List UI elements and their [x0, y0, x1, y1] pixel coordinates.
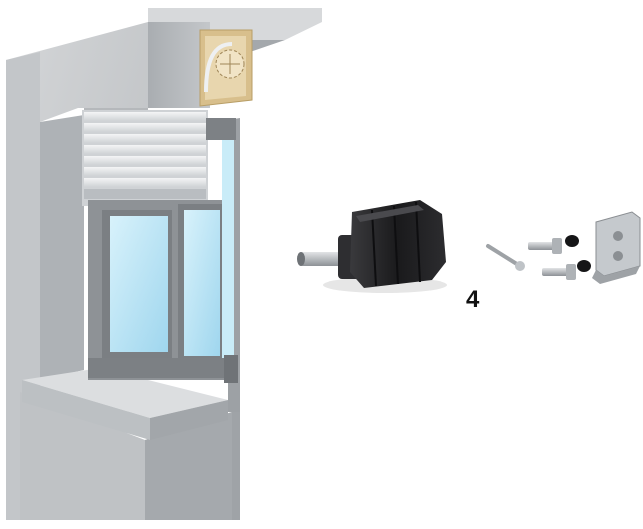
window-side-glass [222, 140, 234, 360]
wall-bracket-base [592, 266, 640, 284]
shutter-guide-bracket [206, 118, 236, 140]
shutter-box [199, 29, 253, 107]
shutter-slat [84, 112, 206, 121]
bolt-upper-head [552, 238, 562, 254]
window [88, 140, 238, 383]
window-glass-left [110, 216, 168, 352]
motor-rib [415, 201, 421, 283]
window-lower-bracket [224, 355, 238, 383]
window-reveal-left [40, 115, 84, 380]
motor-highlight [356, 205, 424, 222]
bolt-lower [542, 268, 572, 276]
screw-long-head [515, 261, 525, 271]
shutter-bottom-rail [84, 189, 206, 199]
shutter-slat [84, 145, 206, 154]
mounting-hardware [486, 211, 641, 284]
shutter-slat [84, 123, 206, 132]
wall-lower-side [145, 412, 232, 520]
wall-lower-right [232, 410, 240, 520]
motor-rib [393, 205, 399, 285]
nut-lower [577, 260, 591, 272]
lintel-front [148, 22, 210, 108]
shutter-slat [84, 167, 206, 176]
shutter-slat [84, 156, 206, 165]
bolt-upper [528, 242, 558, 250]
wall-bracket-back [595, 211, 641, 277]
roller-shutter [82, 110, 236, 206]
bracket-hole [613, 231, 623, 241]
motor-shaft-end [297, 252, 305, 266]
window-glass-right [184, 210, 220, 356]
window-sill-top [22, 368, 228, 418]
nut-upper [565, 235, 579, 247]
wall-section [6, 8, 322, 520]
window-sill-side [150, 400, 228, 440]
tubular-motor-adapter [297, 200, 447, 293]
shutter-slat [84, 178, 206, 187]
callout-number-4: 4 [466, 286, 480, 313]
motor-rib [371, 209, 377, 287]
bolt-lower-head [566, 264, 576, 280]
lintel-top-face [148, 8, 322, 40]
bracket-hole [613, 251, 623, 261]
shutter-slat [84, 134, 206, 143]
window-bottom-frame [88, 358, 238, 378]
shutter-roll-curl [204, 42, 233, 93]
screw-long [486, 244, 522, 268]
window-sill-front [22, 380, 150, 440]
